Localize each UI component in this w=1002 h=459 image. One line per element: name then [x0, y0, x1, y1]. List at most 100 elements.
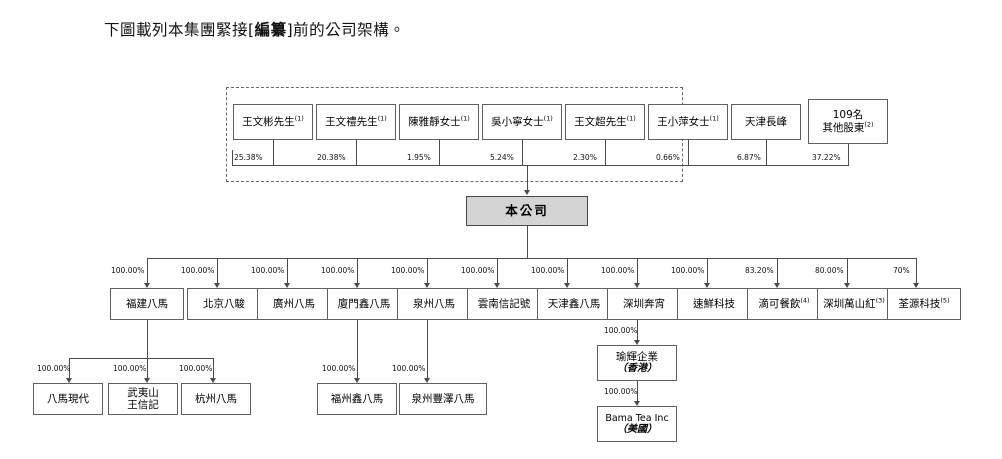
- arrow-xiamen-child: [353, 378, 360, 383]
- pct-shareholder-3: 5.24%: [490, 153, 514, 162]
- shareholder-bus-left-cap: [232, 150, 233, 165]
- pct-shareholder-7: 37.22%: [812, 153, 841, 162]
- drop-line-sh-1: [356, 140, 357, 165]
- arrow-sub-7: [633, 283, 640, 288]
- pct-shenzhen-chain-1: 100.00%: [604, 387, 638, 396]
- pct-sub-8: 100.00%: [671, 266, 705, 275]
- subsidiary-bus-line: [147, 258, 917, 259]
- shareholder-box-2: 陳雅靜女士(1): [399, 104, 479, 140]
- intro-before: 下圖載列本集團緊接[: [104, 21, 255, 39]
- drop-line-sub-9: [777, 258, 778, 283]
- subsidiary-name-6: 天津鑫八馬: [547, 297, 601, 310]
- subsidiary-box-8: 速鮮科技: [677, 288, 751, 320]
- intro-bold-term: 編纂: [254, 21, 287, 39]
- arrow-sub-5: [493, 283, 500, 288]
- shareholder-name-5: 王小萍女士: [657, 115, 710, 128]
- xiamen-child-name: 福州鑫八馬: [330, 392, 384, 405]
- subsidiary-name-3: 廈門鑫八馬: [337, 297, 391, 310]
- shareholder-name-1: 王文禮先生: [325, 115, 378, 128]
- pct-shareholder-6: 6.87%: [737, 153, 761, 162]
- subsidiary-sup-11: (5): [940, 296, 950, 305]
- pct-shareholder-2: 1.95%: [407, 153, 431, 162]
- quanzhou-child-name: 泉州豐澤八馬: [411, 392, 475, 405]
- subsidiary-box-2: 廣州八馬: [257, 288, 331, 320]
- pct-fujian-child-0: 100.00%: [37, 364, 71, 373]
- subsidiary-name-4: 泉州八馬: [413, 297, 455, 310]
- drop-line-sub-0: [147, 258, 148, 283]
- shareholder-sup-0: (1): [294, 114, 304, 123]
- pct-sub-3: 100.00%: [321, 266, 355, 275]
- shareholder-name-0: 王文彬先生: [242, 115, 295, 128]
- arrow-sub-0: [143, 283, 150, 288]
- arrow-sub-4: [423, 283, 430, 288]
- subsidiary-name-2: 廣州八馬: [273, 297, 315, 310]
- arrow-fujian-child-1: [143, 378, 150, 383]
- pct-sub-7: 100.00%: [601, 266, 635, 275]
- fujian-child-box-0: 八馬現代: [33, 383, 103, 415]
- fujian-child-box-1: 武夷山 王信記: [108, 383, 178, 415]
- subsidiary-box-5: 雲南信記號: [467, 288, 541, 320]
- subsidiary-name-1: 北京八駿: [203, 297, 245, 310]
- subsidiary-name-9: 滴可餐飲: [758, 297, 801, 310]
- shareholder-box-4: 王文超先生(1): [565, 104, 645, 140]
- pct-shenzhen-chain-0: 100.00%: [604, 326, 638, 335]
- shareholder-sup-4: (1): [626, 114, 636, 123]
- subsidiary-box-0: 福建八馬: [110, 288, 184, 320]
- arrow-shenzhen-chain-2: [633, 401, 640, 406]
- page-intro-text: 下圖載列本集團緊接[編纂]前的公司架構。: [104, 18, 405, 40]
- subsidiary-box-3: 廈門鑫八馬: [327, 288, 401, 320]
- subsidiary-box-11: 荃源科技(5): [887, 288, 961, 320]
- pct-sub-4: 100.00%: [391, 266, 425, 275]
- xiamen-child-drop-line: [357, 320, 358, 378]
- drop-line-sub-7: [637, 258, 638, 283]
- drop-line-sub-5: [497, 258, 498, 283]
- fujian-child-name-2: 杭州八馬: [195, 392, 237, 405]
- arrow-to-company: [523, 190, 530, 195]
- pct-sub-6: 100.00%: [531, 266, 565, 275]
- shenzhen-chain-name-1: Bama Tea Inc: [605, 412, 669, 424]
- shenzhen-chain-name-0: 瑜輝企業: [616, 350, 658, 363]
- quanzhou-child-box: 泉州豐澤八馬: [399, 383, 487, 415]
- pct-xiamen-child: 100.00%: [322, 364, 356, 373]
- the-company-label: 本公司: [505, 202, 549, 218]
- shareholder-name-4: 王文超先生: [574, 115, 627, 128]
- drop-line-sub-3: [357, 258, 358, 283]
- subsidiary-name-11: 荃源科技: [898, 297, 941, 310]
- drop-line-sh-4: [605, 140, 606, 165]
- subsidiary-name-0: 福建八馬: [126, 297, 168, 310]
- arrow-sub-11: [912, 283, 919, 288]
- subsidiary-box-9: 滴可餐飲(4): [747, 288, 821, 320]
- shareholder-name-6: 天津長峰: [745, 115, 787, 128]
- shareholder-sup-3: (1): [543, 114, 553, 123]
- arrow-sub-6: [563, 283, 570, 288]
- arrow-sub-8: [703, 283, 710, 288]
- shareholder-sup-5: (1): [709, 114, 719, 123]
- shareholder-name-2: 陳雅靜女士: [408, 115, 461, 128]
- subsidiary-sup-10: (3): [875, 296, 885, 305]
- subsidiary-box-1: 北京八駿: [187, 288, 261, 320]
- pct-sub-10: 80.00%: [815, 266, 844, 275]
- shenzhen-chain-region-0: （香港）: [617, 363, 657, 375]
- fujian-child-name-0: 八馬現代: [47, 392, 89, 405]
- shareholder-sup-2: (1): [460, 114, 470, 123]
- drop-line-sub-11: [916, 258, 917, 283]
- subsidiary-box-4: 泉州八馬: [397, 288, 471, 320]
- drop-line-sh-0: [273, 140, 274, 165]
- bus-to-company-line: [527, 165, 528, 192]
- fujian-drop-line: [147, 320, 148, 358]
- pct-shareholder-4: 2.30%: [573, 153, 597, 162]
- pct-quanzhou-child: 100.00%: [392, 364, 426, 373]
- quanzhou-child-drop-line: [427, 320, 428, 378]
- arrow-quanzhou-child: [423, 378, 430, 383]
- fujian-child-box-2: 杭州八馬: [181, 383, 251, 415]
- shareholder-bus-line: [232, 165, 849, 166]
- drop-line-sub-6: [567, 258, 568, 283]
- pct-fujian-child-2: 100.00%: [179, 364, 213, 373]
- shenzhen-chain-box-1: Bama Tea Inc （美國）: [597, 406, 677, 442]
- pct-sub-2: 100.00%: [251, 266, 285, 275]
- drop-line-sub-8: [707, 258, 708, 283]
- arrow-sub-1: [213, 283, 220, 288]
- shenzhen-chain-box-0: 瑜輝企業 （香港）: [597, 345, 677, 381]
- subsidiary-name-7: 深圳奔宵: [623, 297, 665, 310]
- drop-line-sub-2: [287, 258, 288, 283]
